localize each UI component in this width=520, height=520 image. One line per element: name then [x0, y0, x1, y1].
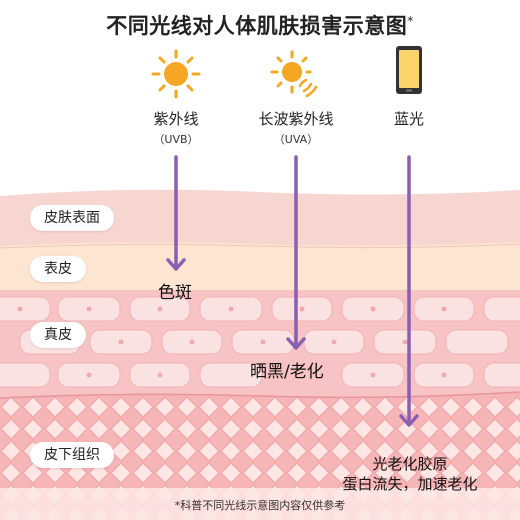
page-title: 不同光线对人体肌肤损害示意图* — [0, 10, 520, 40]
footnote: *科普不同光线示意图内容仅供参考 — [174, 499, 346, 512]
skin-surface-layer — [0, 189, 520, 248]
title-footnote-mark: * — [407, 14, 414, 28]
blue-light-effect-line2: 蛋白流失，加速老化 — [342, 475, 478, 493]
uva-effect: 晒黑/老化 — [250, 362, 324, 382]
layer-label-surface: 皮肤表面 — [30, 205, 114, 231]
phone-screen-icon — [396, 46, 422, 94]
blue-light-label: 蓝光 — [393, 110, 424, 128]
uvb-label: 紫外线 — [153, 110, 199, 128]
sun-icon — [151, 49, 201, 99]
title-text: 不同光线对人体肌肤损害示意图 — [106, 14, 408, 38]
uva-sublabel: （UVA） — [273, 133, 319, 146]
layer-label-epidermis: 表皮 — [30, 256, 86, 282]
layer-label-subcutis: 皮下组织 — [30, 442, 114, 468]
uvb-sublabel: （UVB） — [153, 133, 199, 146]
uvb-effect: 色斑 — [158, 283, 192, 303]
layer-label-dermis: 真皮 — [30, 322, 86, 348]
epidermis-layer — [0, 242, 520, 292]
sun-waves-icon — [270, 50, 318, 98]
uva-label: 长波紫外线 — [258, 110, 334, 128]
blue-light-effect-line1: 光老化胶原 — [372, 455, 448, 473]
